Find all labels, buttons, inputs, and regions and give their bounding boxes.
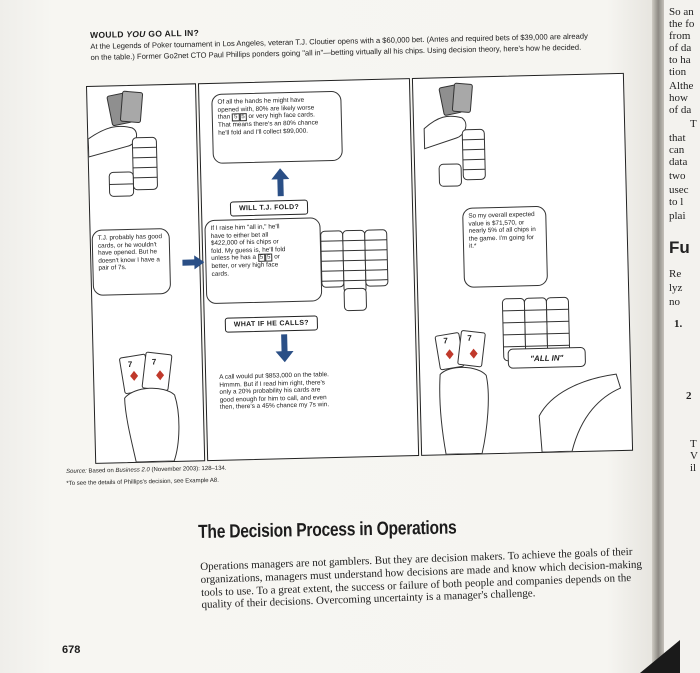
facing-heading: Fu	[669, 238, 690, 257]
facing-text: two	[669, 170, 686, 182]
thought-mid-line: cards.	[211, 270, 230, 278]
paul-chip-stacks	[320, 229, 389, 312]
facing-text: Re	[669, 268, 682, 280]
card-rank-right-2: 7	[467, 333, 472, 343]
section-paragraph: Operations managers are not gamblers. Bu…	[200, 545, 643, 612]
thought-bubble-top: Of all the hands he might have opened wi…	[211, 90, 343, 164]
facing-text: tion	[669, 66, 687, 78]
facing-text: of da	[669, 104, 692, 116]
facing-text: plai	[669, 210, 686, 222]
facing-page-edge: So an the fo from of da to ha tion Althe…	[664, 0, 700, 673]
facing-text: no	[669, 296, 680, 308]
facing-text: can	[669, 144, 685, 156]
tj-chip-stack-right	[438, 128, 486, 187]
facing-text: T	[690, 118, 697, 130]
card-rank-right: 7	[151, 357, 157, 367]
textbook-page: WOULD YOU GO ALL IN? At the Legends of P…	[0, 0, 660, 673]
facing-text: the fo	[669, 18, 695, 30]
page-corner	[640, 640, 680, 673]
facing-text: data	[669, 156, 688, 168]
paul-cards	[119, 351, 173, 394]
figure-caption: WOULD YOU GO ALL IN? At the Legends of P…	[90, 20, 591, 63]
thought-bubble-middle: If I raise him "all in," he'll have to e…	[204, 217, 323, 305]
face-down-cards-right	[438, 82, 473, 116]
book-spine	[652, 0, 666, 673]
comic-panel-left: 7 7	[86, 83, 206, 464]
arrow-up-icon	[271, 168, 290, 197]
facing-text: usec	[669, 184, 689, 196]
tj-hand	[87, 125, 138, 158]
facing-text: il	[690, 462, 697, 474]
arrow-down-icon	[275, 334, 294, 363]
paul-hand	[124, 387, 180, 463]
facing-text: T	[690, 438, 697, 450]
arrow-right-icon	[182, 255, 205, 270]
facing-text: to ha	[669, 54, 691, 66]
tj-chip-stack	[108, 136, 158, 197]
banner-will-tj-fold: WILL T.J. FOLD?	[229, 199, 309, 217]
comic-panel-right: 7 7 So my overall expected value is $71,…	[411, 72, 634, 456]
source-footnote: *To see the details of Phillips's decisi…	[66, 477, 219, 487]
facing-text: V	[690, 450, 698, 462]
paul-hand-right	[439, 366, 489, 455]
card-box: 5	[265, 253, 273, 263]
face-down-cards	[106, 90, 144, 127]
thought-bubble-left: T.J. probably has good cards, or he woul…	[91, 228, 172, 296]
pushing-hand	[538, 373, 622, 453]
facing-text: to l	[669, 196, 684, 208]
paul-cards-right	[434, 330, 486, 371]
comic-panel-middle: Of all the hands he might have opened wi…	[197, 78, 420, 462]
paul-chips-illustration	[320, 229, 389, 312]
card-rank-left: 7	[127, 359, 133, 370]
text-box-bottom: A call would put $853,000 on the table. …	[219, 371, 330, 412]
poker-comic: 7 7 Of all the hands he might ha	[86, 72, 635, 466]
facing-list-number: 2	[686, 390, 692, 402]
card-rank-right-1: 7	[443, 336, 448, 346]
facing-text: that	[669, 132, 686, 144]
banner-what-if-he-calls: WHAT IF HE CALLS?	[224, 315, 319, 333]
thought-bubble-right: So my overall expected value is $71,570,…	[462, 205, 549, 288]
facing-text: So an	[669, 6, 694, 18]
all-in-illustration	[423, 82, 622, 455]
figure-source: Source: Based on Business 2.0 (November …	[66, 463, 227, 490]
facing-list-number: 1.	[674, 318, 683, 330]
facing-text: of da	[669, 42, 692, 54]
page-number: 678	[62, 644, 81, 656]
facing-text: how	[669, 92, 688, 104]
speech-bubble-all-in: "ALL IN"	[507, 346, 587, 369]
tj-illustration	[87, 90, 180, 463]
facing-text: Althe	[669, 80, 694, 92]
card-box: 5	[239, 113, 247, 122]
section-heading: The Decision Process in Operations	[198, 517, 457, 543]
facing-text: from	[669, 30, 691, 42]
tj-hand-right	[423, 115, 467, 150]
facing-text: lyz	[669, 282, 683, 294]
